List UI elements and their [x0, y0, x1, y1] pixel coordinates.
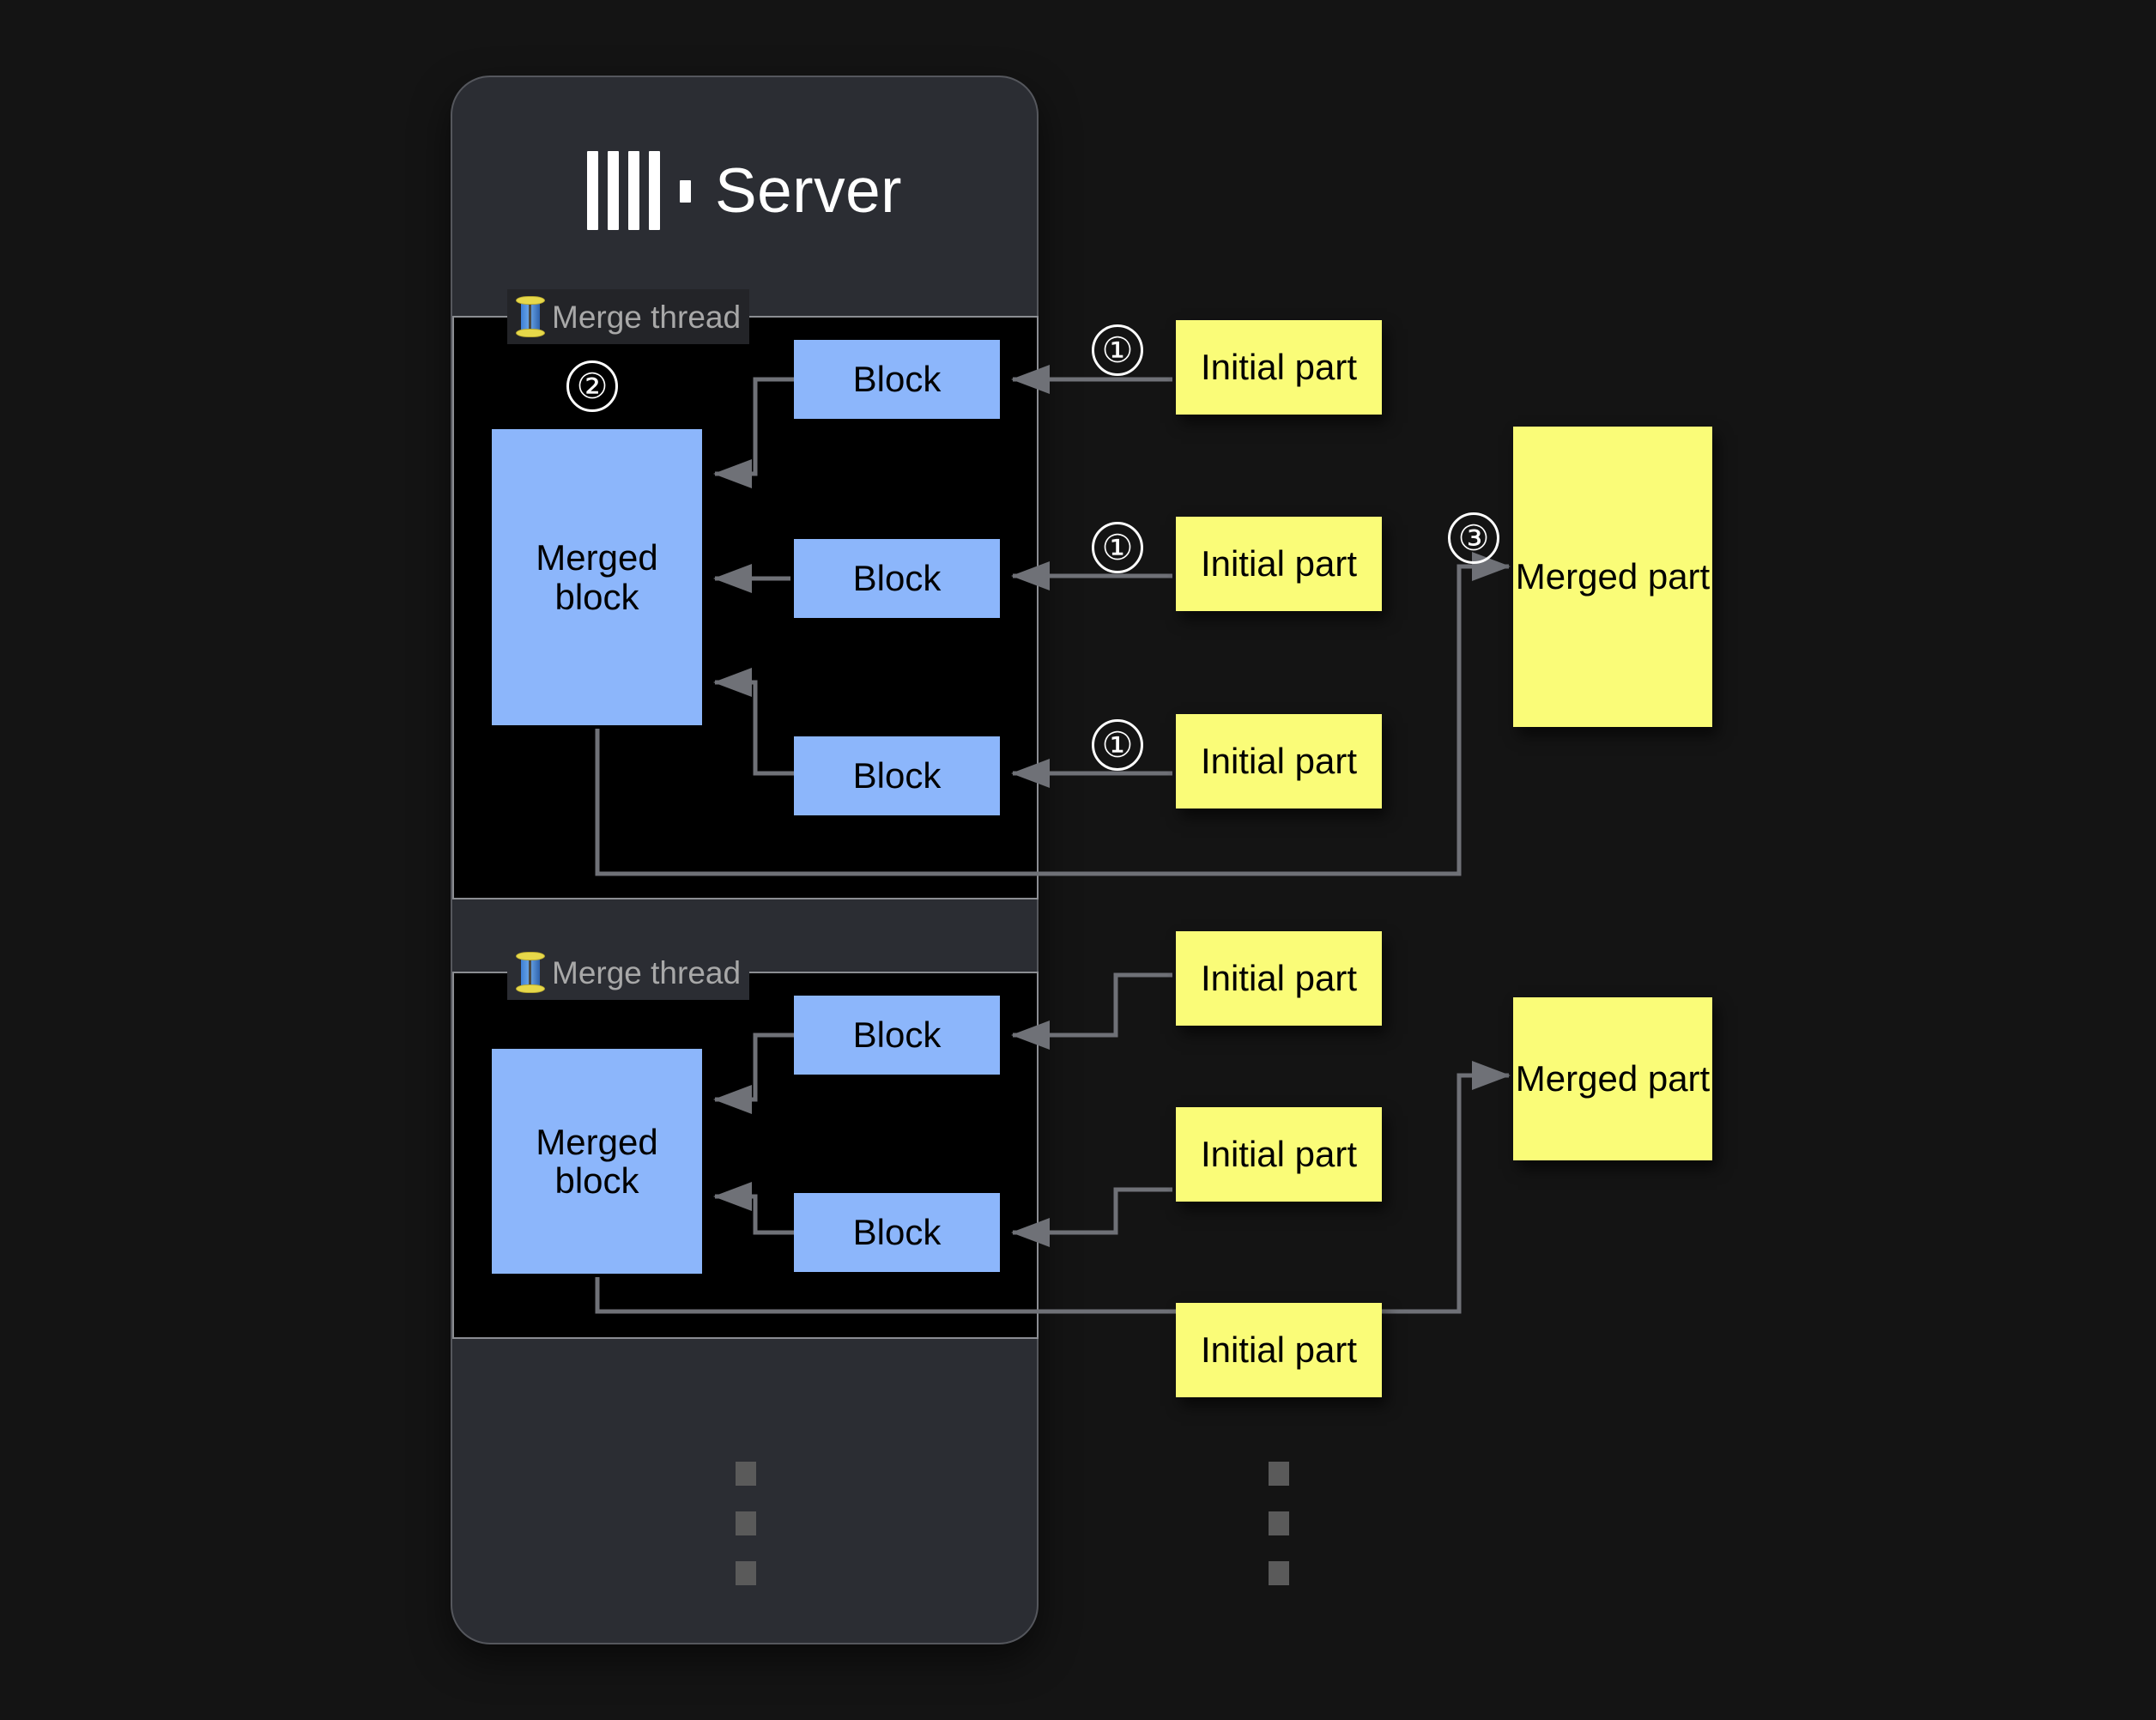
parts-ellipsis [1269, 1462, 1289, 1585]
ellipsis-dot [736, 1511, 756, 1535]
merged-part-box[interactable]: Merged part [1513, 997, 1712, 1160]
initial-part-box[interactable]: Initial part [1176, 1303, 1382, 1397]
ellipsis-dot [1269, 1561, 1289, 1585]
step-marker-3: ③ [1448, 512, 1499, 564]
step-marker-1: ① [1092, 324, 1143, 376]
block-box[interactable]: Block [794, 1193, 1000, 1272]
step-marker-2: ② [566, 360, 618, 412]
initial-part-box[interactable]: Initial part [1176, 931, 1382, 1026]
ellipsis-dot [1269, 1462, 1289, 1486]
initial-part-box[interactable]: Initial part [1176, 517, 1382, 611]
merged-block-box[interactable]: Merged block [492, 1049, 702, 1274]
merged-block-box[interactable]: Merged block [492, 429, 702, 725]
block-box[interactable]: Block [794, 340, 1000, 419]
clickhouse-logo-icon [586, 151, 691, 230]
block-box[interactable]: Block [794, 996, 1000, 1075]
merge-thread-label-2: Merge thread [552, 954, 742, 990]
ellipsis-dot [736, 1462, 756, 1486]
initial-part-box[interactable]: Initial part [1176, 320, 1382, 415]
server-ellipsis [736, 1462, 756, 1585]
merge-thread-label-1: Merge thread [552, 299, 742, 335]
block-box[interactable]: Block [794, 539, 1000, 618]
initial-part-box[interactable]: Initial part [1176, 1107, 1382, 1202]
ellipsis-dot [1269, 1511, 1289, 1535]
server-title: Server [714, 155, 902, 226]
ellipsis-dot [736, 1561, 756, 1585]
merge-thread-legend-1: Merge thread [507, 289, 750, 344]
thread-spool-icon [516, 295, 545, 338]
block-box[interactable]: Block [794, 736, 1000, 815]
step-marker-1: ① [1092, 522, 1143, 573]
step-marker-1: ① [1092, 719, 1143, 771]
merge-thread-legend-2: Merge thread [507, 945, 750, 1000]
initial-part-box[interactable]: Initial part [1176, 714, 1382, 809]
merged-part-box[interactable]: Merged part [1513, 427, 1712, 727]
server-header: Server [452, 139, 1037, 242]
thread-spool-icon [516, 951, 545, 994]
